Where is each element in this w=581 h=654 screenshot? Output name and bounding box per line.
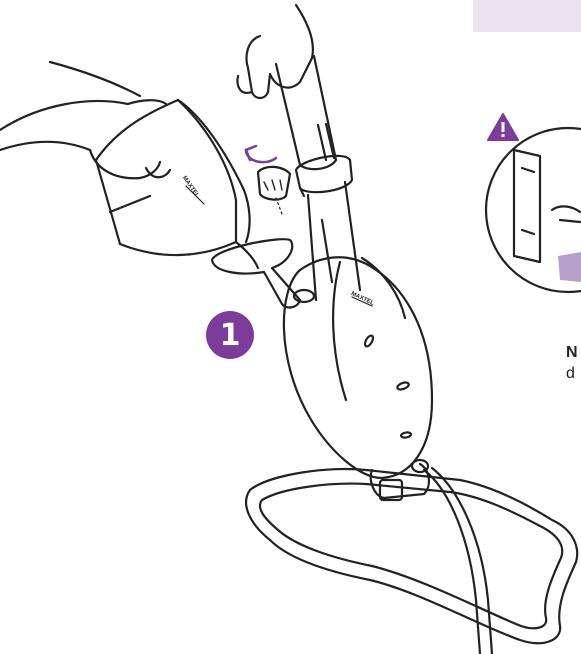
- pouring-hand: [0, 100, 166, 130]
- handle-collar: [296, 156, 352, 192]
- step-number: 1: [220, 318, 241, 353]
- rotate-arrow-icon: [246, 146, 276, 162]
- step-number-badge: 1: [206, 311, 254, 359]
- tank-cap: [258, 167, 290, 200]
- warning-note: N d: [566, 342, 581, 384]
- warning-icon: [486, 112, 520, 142]
- unplug-arrow-icon: [558, 252, 581, 282]
- warning-note-bold: N: [566, 344, 578, 361]
- wall-outlet: [514, 150, 540, 262]
- warning-note-text: d: [566, 365, 575, 382]
- water-jug: [96, 100, 236, 255]
